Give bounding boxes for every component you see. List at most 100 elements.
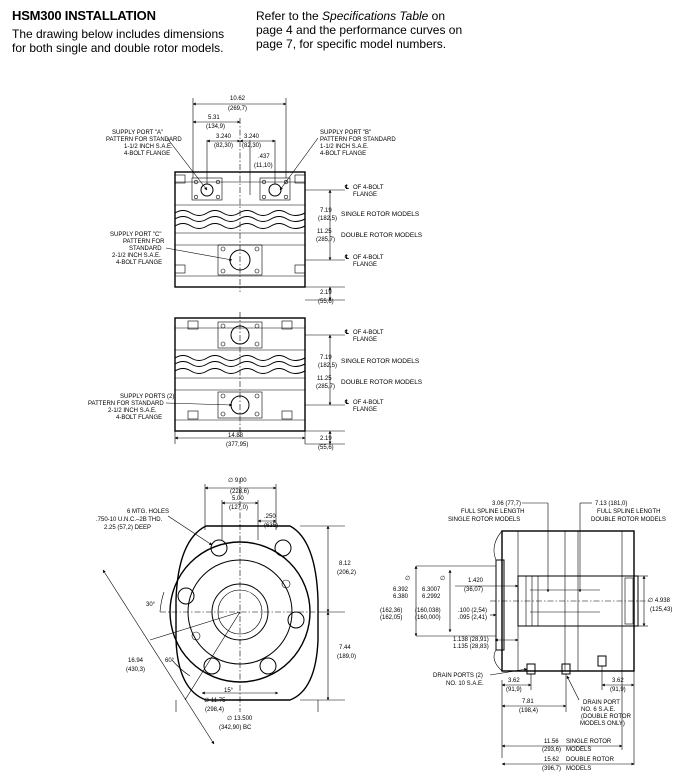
- svg-text:3.62: 3.62: [612, 678, 624, 684]
- drain-port-center-icon: [561, 663, 571, 675]
- svg-text:PATTERN FOR STANDARD: PATTERN FOR STANDARD: [106, 137, 182, 143]
- spline-single-callout: 3.06 (77,7) FULL SPLINE LENGTH SINGLE RO…: [448, 501, 550, 593]
- svg-text:6.392: 6.392: [393, 587, 409, 593]
- front-view: ∅ 9.00 (228,6) 5.00 (127,0) .250 (635) 6…: [96, 477, 356, 745]
- svg-text:SINGLE ROTOR: SINGLE ROTOR: [566, 739, 612, 745]
- svg-text:OF 4-BOLT: OF 4-BOLT: [353, 400, 384, 406]
- svg-text:16.94: 16.94: [128, 658, 144, 664]
- svg-text:11.25: 11.25: [317, 376, 332, 382]
- break-line: [174, 210, 306, 216]
- svg-text:℄: ℄: [344, 254, 349, 261]
- svg-text:11.56: 11.56: [544, 739, 559, 745]
- spline-double-callout: 7.13 (181,0) FULL SPLINE LENGTH DOUBLE R…: [578, 501, 666, 593]
- mtg-hole-3: [177, 587, 195, 605]
- svg-text:4-BOLT FLANGE: 4-BOLT FLANGE: [116, 415, 162, 421]
- svg-text:1.138 (28,91): 1.138 (28,91): [453, 637, 489, 643]
- drain-port-callout: DRAIN PORT NO. 6 S.A.E. (DOUBLE ROTOR MO…: [566, 675, 632, 727]
- mid-view: ℄ OF 4-BOLT FLANGE ℄ OF 4-BOLT FLANGE 7.…: [88, 312, 423, 451]
- svg-text:(269,7): (269,7): [228, 106, 247, 112]
- svg-text:15.62: 15.62: [544, 757, 560, 763]
- svg-text:PATTERN FOR STANDARD: PATTERN FOR STANDARD: [88, 401, 164, 407]
- svg-text:2-1/2 INCH S.A.E.: 2-1/2 INCH S.A.E.: [108, 408, 157, 414]
- svg-text:OF 4-BOLT: OF 4-BOLT: [353, 330, 384, 336]
- svg-text:FLANGE: FLANGE: [353, 407, 377, 413]
- svg-text:2.25 (57,2) DEEP: 2.25 (57,2) DEEP: [104, 525, 151, 531]
- svg-text:(182,5): (182,5): [318, 363, 337, 369]
- svg-text:∅ 9.00: ∅ 9.00: [228, 477, 247, 484]
- svg-text:8.12: 8.12: [339, 561, 351, 567]
- svg-text:(396,7): (396,7): [542, 766, 561, 772]
- svg-text:(198,4): (198,4): [519, 708, 538, 714]
- svg-text:.095 (2,41): .095 (2,41): [458, 615, 487, 621]
- svg-text:PATTERN FOR STANDARD: PATTERN FOR STANDARD: [320, 137, 396, 143]
- port-a-callout: SUPPLY PORT "A" PATTERN FOR STANDARD 1-1…: [106, 130, 208, 191]
- svg-text:.750-10 U.N.C.–2B THD.: .750-10 U.N.C.–2B THD.: [96, 517, 163, 523]
- svg-text:MODELS: MODELS: [566, 747, 591, 753]
- svg-text:3.62: 3.62: [508, 678, 520, 684]
- svg-text:(55,6): (55,6): [318, 299, 334, 305]
- svg-text:(293,6): (293,6): [542, 747, 561, 753]
- svg-text:DOUBLE ROTOR MODELS: DOUBLE ROTOR MODELS: [591, 517, 666, 523]
- svg-text:(206,2): (206,2): [337, 570, 356, 576]
- svg-text:SINGLE ROTOR MODELS: SINGLE ROTOR MODELS: [341, 211, 420, 218]
- svg-text:(285,7): (285,7): [316, 384, 335, 390]
- svg-text:FLANGE: FLANGE: [353, 192, 377, 198]
- svg-text:(228,6): (228,6): [230, 489, 249, 495]
- svg-text:3.240: 3.240: [216, 134, 232, 140]
- svg-text:MODELS ONLY): MODELS ONLY): [580, 721, 625, 727]
- svg-text:SUPPLY PORT "B": SUPPLY PORT "B": [320, 130, 371, 136]
- supply-ports-callout: SUPPLY PORTS (2) PATTERN FOR STANDARD 2-…: [88, 394, 233, 421]
- svg-text:∅ 13.500: ∅ 13.500: [227, 715, 253, 722]
- svg-text:(377,95): (377,95): [226, 442, 248, 448]
- svg-text:5.00: 5.00: [232, 496, 244, 502]
- svg-text:(82,30): (82,30): [214, 143, 233, 149]
- svg-text:15°: 15°: [224, 688, 234, 694]
- svg-text:.100 (2,54): .100 (2,54): [458, 608, 487, 614]
- svg-text:℄: ℄: [344, 399, 349, 406]
- drain-ports-callout: DRAIN PORTS (2) NO. 10 S.A.E.: [433, 667, 528, 687]
- svg-text:DOUBLE ROTOR MODELS: DOUBLE ROTOR MODELS: [341, 232, 423, 239]
- svg-text:7.44: 7.44: [339, 645, 351, 651]
- svg-text:(134,9): (134,9): [206, 124, 225, 130]
- mtg-holes-callout: 6 MTG. HOLES .750-10 U.N.C.–2B THD. 2.25…: [96, 509, 213, 546]
- svg-text:11.25: 11.25: [317, 229, 332, 235]
- svg-text:6.380: 6.380: [393, 594, 409, 600]
- svg-text:1-1/2 INCH S.A.E.: 1-1/2 INCH S.A.E.: [320, 144, 369, 150]
- svg-text:FULL SPLINE LENGTH: FULL SPLINE LENGTH: [461, 509, 524, 515]
- svg-text:(125,43): (125,43): [650, 607, 672, 613]
- svg-text:5.31: 5.31: [208, 115, 220, 121]
- page-title: HSM300 INSTALLATION: [12, 8, 156, 23]
- svg-text:SINGLE ROTOR MODELS: SINGLE ROTOR MODELS: [448, 517, 520, 523]
- top-view: 10.62 (269,7) 5.31 (134,9) 3.240 (82,30)…: [106, 96, 423, 305]
- svg-text:MODELS: MODELS: [566, 766, 591, 772]
- svg-text:SINGLE ROTOR MODELS: SINGLE ROTOR MODELS: [341, 358, 420, 365]
- svg-text:4-BOLT FLANGE: 4-BOLT FLANGE: [320, 151, 366, 157]
- svg-text:(127,0): (127,0): [229, 505, 248, 511]
- spec-table-ref: Specifications Table: [322, 9, 429, 23]
- svg-text:4-BOLT FLANGE: 4-BOLT FLANGE: [124, 151, 170, 157]
- svg-text:1.135 (28,83): 1.135 (28,83): [453, 644, 489, 650]
- svg-text:∅ 4.938: ∅ 4.938: [648, 597, 671, 604]
- svg-text:DRAIN PORTS (2): DRAIN PORTS (2): [433, 673, 483, 679]
- svg-text:OF 4-BOLT: OF 4-BOLT: [353, 185, 384, 191]
- svg-text:(91,9): (91,9): [506, 687, 522, 693]
- svg-text:(162,05): (162,05): [380, 615, 402, 621]
- svg-text:℄: ℄: [344, 184, 349, 191]
- svg-text:4-BOLT FLANGE: 4-BOLT FLANGE: [116, 260, 162, 266]
- svg-text:(160,000): (160,000): [415, 615, 441, 621]
- svg-text:DOUBLE ROTOR: DOUBLE ROTOR: [566, 757, 615, 763]
- svg-text:(DOUBLE ROTOR: (DOUBLE ROTOR: [581, 714, 632, 720]
- svg-text:SUPPLY PORT "C": SUPPLY PORT "C": [110, 232, 162, 238]
- intro-text: The drawing below includes dimensions fo…: [12, 27, 225, 55]
- svg-text:FLANGE: FLANGE: [353, 337, 377, 343]
- svg-text:(182,5): (182,5): [318, 216, 337, 222]
- svg-text:2.19: 2.19: [320, 436, 332, 442]
- svg-text:(160,038): (160,038): [415, 608, 441, 614]
- drain-port-right-icon: [597, 655, 607, 667]
- svg-text:PATTERN FOR: PATTERN FOR: [123, 239, 165, 245]
- svg-text:1-1/2 INCH S.A.E.: 1-1/2 INCH S.A.E.: [124, 144, 173, 150]
- svg-text:6 MTG. HOLES: 6 MTG. HOLES: [127, 509, 169, 515]
- svg-text:3.240: 3.240: [244, 134, 260, 140]
- svg-text:6.2992: 6.2992: [422, 594, 441, 600]
